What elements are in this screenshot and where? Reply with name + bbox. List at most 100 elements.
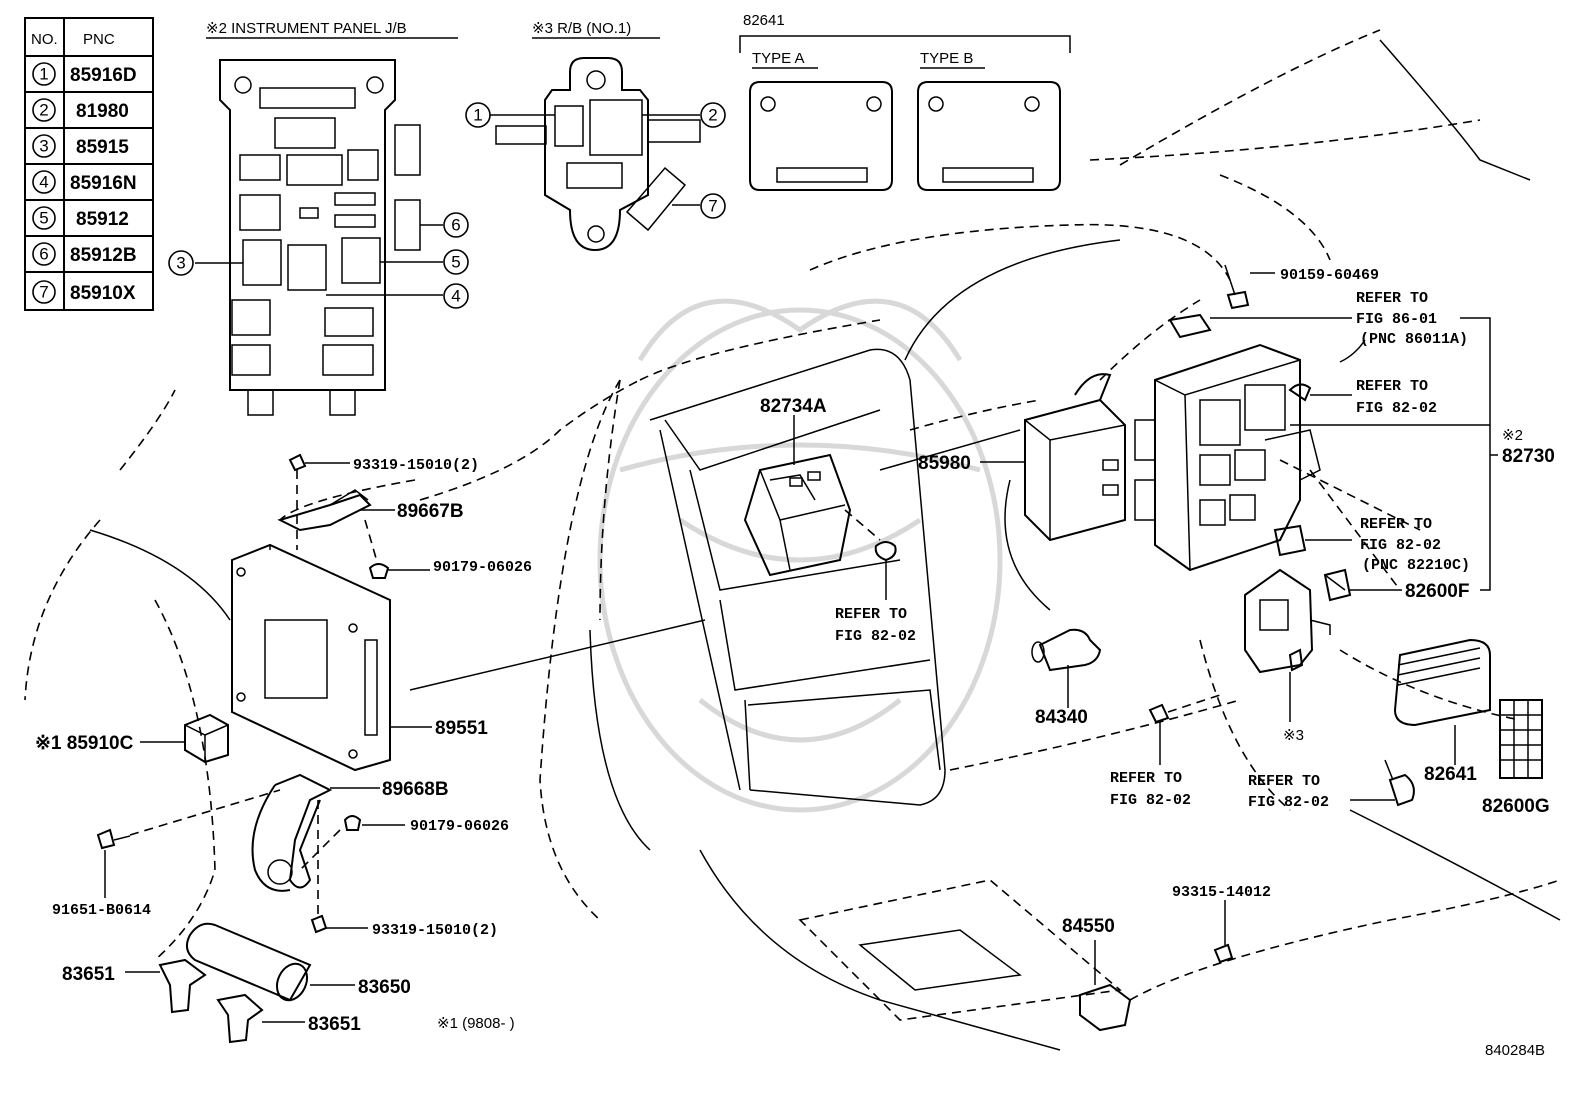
type-a-label: TYPE A — [752, 50, 805, 67]
table-row: 5 85912 — [32, 206, 129, 230]
table-row: 1 85916D — [32, 62, 137, 86]
label-93319-top: 93319-15010(2) — [353, 457, 479, 474]
figure-code: 840284B — [1485, 1042, 1545, 1059]
dashboard-outline — [24, 29, 1561, 1051]
table-row-pnc: 85916D — [70, 65, 137, 86]
refer-86-01-line1: REFER TO — [1356, 290, 1428, 307]
label-84340: 84340 — [1035, 707, 1088, 728]
refer-b-line3: (PNC 82210C) — [1362, 557, 1470, 574]
label-89667b: 89667B — [397, 501, 464, 522]
table-row-no: 2 — [39, 101, 48, 120]
screw-refer-d: REFER TO FIG 82-02 — [1110, 694, 1221, 809]
junction-block-82730: 90159-60469 REFER TO FIG 86-01 (PNC 8601… — [1134, 264, 1555, 602]
callout-4: 4 — [443, 283, 469, 309]
table-row-pnc: 85916N — [70, 173, 137, 194]
label-91651: 91651-B0614 — [52, 902, 151, 919]
note-1: ※1 (9808- ) — [437, 1015, 515, 1032]
label-90179-top: 90179-06026 — [433, 559, 532, 576]
table-row: 6 85912B — [32, 242, 137, 266]
mark-2-label: ※2 — [1502, 427, 1523, 444]
table-header-pnc: PNC — [83, 31, 115, 48]
switch-82734a: 82734A REFER TO FIG 82-02 — [743, 396, 916, 645]
label-84550: 84550 — [1062, 916, 1115, 937]
switch-84340: 84340 — [1031, 628, 1102, 728]
table-row-no: 5 — [39, 209, 48, 228]
callout-4-label: 4 — [451, 287, 460, 306]
table-row-pnc: 85912 — [76, 209, 129, 230]
pnc-table: NO. PNC 1 85916D 2 81980 3 85915 4 85916… — [24, 17, 154, 311]
clip-83651-a: 83651 — [62, 958, 207, 1014]
relay-block-inset: ※3 R/B (NO.1) 1 2 7 — [465, 20, 726, 252]
label-82600f: 82600F — [1405, 581, 1469, 602]
callout-5: 5 — [443, 249, 469, 275]
callout-1-label: 1 — [473, 106, 482, 125]
callout-6-label: 6 — [451, 216, 460, 235]
bracket-89667b: 93319-15010(2) 89667B 90179-06026 — [277, 453, 532, 579]
refer-a-line1: REFER TO — [1356, 378, 1428, 395]
label-85980: 85980 — [918, 453, 971, 474]
label-83651-b: 83651 — [308, 1014, 361, 1035]
label-83651-a: 83651 — [62, 964, 115, 985]
callout-2: 2 — [700, 102, 726, 128]
label-89668b: 89668B — [382, 779, 449, 800]
label-82641: 82641 — [1424, 764, 1477, 785]
callout-3-label: 3 — [176, 254, 185, 273]
refer-c-line2: FIG 82-02 — [835, 628, 916, 645]
table-header-no: NO. — [31, 31, 58, 48]
label-82730: 82730 — [1502, 446, 1555, 467]
table-row: 7 85910X — [32, 280, 136, 304]
relay-block-bracket: ※3 — [1244, 568, 1331, 744]
screw-91651: 91651-B0614 — [52, 789, 281, 919]
table-row: 3 85915 — [32, 134, 129, 158]
refer-e-line2: FIG 82-02 — [1248, 794, 1329, 811]
callout-5-label: 5 — [451, 253, 460, 272]
table-row-no: 1 — [39, 65, 48, 84]
refer-a-line2: FIG 82-02 — [1356, 400, 1437, 417]
callout-2-label: 2 — [708, 106, 717, 125]
refer-d-line1: REFER TO — [1110, 770, 1182, 787]
label-90159: 90159-60469 — [1280, 267, 1379, 284]
table-row-pnc: 85910X — [70, 283, 136, 304]
table-row: 4 85916N — [32, 170, 137, 194]
label-82600g: 82600G — [1482, 796, 1550, 817]
callout-7: 7 — [700, 193, 726, 219]
type-b-label: TYPE B — [920, 50, 973, 67]
sensor-83650: 83650 — [185, 922, 411, 1002]
ecu-85980: 85980 — [918, 299, 1201, 542]
callout-6: 6 — [443, 212, 469, 238]
refer-86-01-line2: FIG 86-01 — [1356, 311, 1437, 328]
label-93319-bot: 93319-15010(2) — [372, 922, 498, 939]
module-82641: 82641 REFER TO FIG 82-02 82600G — [1248, 638, 1550, 817]
callout-3: 3 — [168, 250, 194, 276]
label-85910c: ※1 85910C — [35, 733, 134, 754]
refer-d-line2: FIG 82-02 — [1110, 792, 1191, 809]
label-83650: 83650 — [358, 977, 411, 998]
clip-83651-b: 83651 — [216, 993, 361, 1044]
table-row-no: 3 — [39, 137, 48, 156]
table-row-pnc: 85912B — [70, 245, 137, 266]
table-row-pnc: 81980 — [76, 101, 129, 122]
callout-1: 1 — [465, 102, 491, 128]
refer-86-01-line3: (PNC 86011A) — [1360, 331, 1468, 348]
relay-85910c: ※1 85910C — [35, 713, 229, 764]
module-types-inset: 82641 TYPE A TYPE B — [739, 12, 1071, 191]
refer-e-line1: REFER TO — [1248, 773, 1320, 790]
mark-3-label: ※3 — [1283, 727, 1304, 744]
label-82734a: 82734A — [760, 396, 827, 417]
watermark — [597, 298, 1003, 813]
table-row-no: 6 — [39, 245, 48, 264]
label-89551: 89551 — [435, 718, 488, 739]
refer-c-line1: REFER TO — [835, 606, 907, 623]
table-row-no: 7 — [39, 283, 48, 302]
bracket-89668b: 89668B 90179-06026 93319-15010(2) — [251, 773, 509, 939]
refer-b-line2: FIG 82-02 — [1360, 537, 1441, 554]
label-93315: 93315-14012 — [1172, 884, 1271, 901]
table-row-no: 4 — [39, 173, 48, 192]
table-row: 2 81980 — [32, 98, 129, 122]
table-row-pnc: 85915 — [76, 137, 129, 158]
label-90179-bot: 90179-06026 — [410, 818, 509, 835]
instrument-panel-jb-inset: ※2 INSTRUMENT PANEL J/B 3 6 5 4 — [168, 20, 469, 416]
module-group-label: 82641 — [743, 12, 785, 29]
sensor-84550: 84550 93315-14012 — [1062, 884, 1271, 1032]
